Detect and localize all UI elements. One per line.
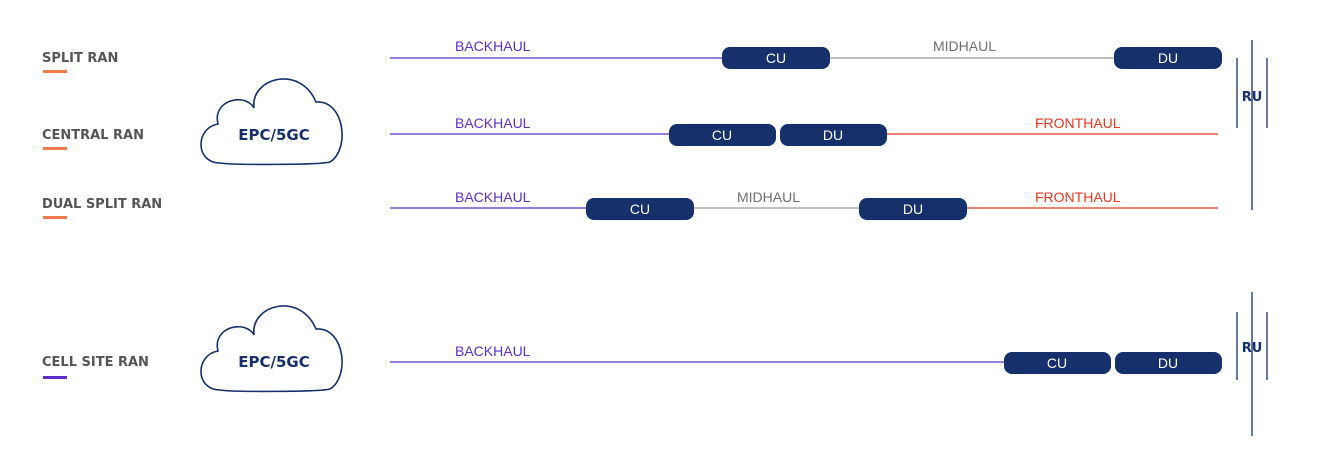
du-box: DU (1114, 47, 1222, 69)
du-label: DU (1158, 50, 1178, 66)
link-label-backhaul: BACKHAUL (455, 115, 531, 131)
cloud-icon (200, 78, 343, 166)
cu-box: CU (722, 47, 830, 69)
link-label-backhaul: BACKHAUL (455, 38, 531, 54)
row-label-split-ran: SPLIT RAN (42, 51, 118, 66)
row-label-dual-split-ran: DUAL SPLIT RAN (42, 197, 162, 212)
row-label-central-ran: CENTRAL RAN (42, 128, 144, 143)
cu-box: CU (586, 198, 694, 220)
cloud-label-epc-5gc: EPC/5GC (238, 126, 309, 144)
link-label-backhaul: BACKHAUL (455, 189, 531, 205)
link-label-midhaul: MIDHAUL (737, 189, 800, 205)
antenna-icon (1236, 292, 1268, 436)
row-underline-cell-site-ran (43, 376, 67, 379)
link-label-fronthaul: FRONTHAUL (1035, 115, 1121, 131)
cu-label: CU (1047, 355, 1067, 371)
link-label-backhaul: BACKHAUL (455, 343, 531, 359)
du-label: DU (1158, 355, 1178, 371)
du-label: DU (823, 127, 843, 143)
cu-label: CU (766, 50, 786, 66)
ru-label: RU (1242, 90, 1263, 105)
cloud-label-epc-5gc: EPC/5GC (238, 353, 309, 371)
cu-box: CU (669, 124, 776, 146)
cu-label: CU (712, 127, 732, 143)
link-label-fronthaul: FRONTHAUL (1035, 189, 1121, 205)
du-box: DU (1115, 352, 1222, 374)
cu-box: CU (1004, 352, 1111, 374)
du-box: DU (859, 198, 967, 220)
cloud-icon (200, 305, 343, 393)
ru-label: RU (1242, 341, 1263, 356)
link-label-midhaul: MIDHAUL (933, 38, 996, 54)
row-label-cell-site-ran: CELL SITE RAN (42, 355, 149, 370)
row-underline-central-ran (43, 147, 67, 150)
cu-label: CU (630, 201, 650, 217)
row-underline-dual-split-ran (43, 216, 67, 219)
du-box: DU (780, 124, 887, 146)
antenna-icon (1236, 40, 1268, 210)
row-underline-split-ran (43, 70, 67, 73)
du-label: DU (903, 201, 923, 217)
